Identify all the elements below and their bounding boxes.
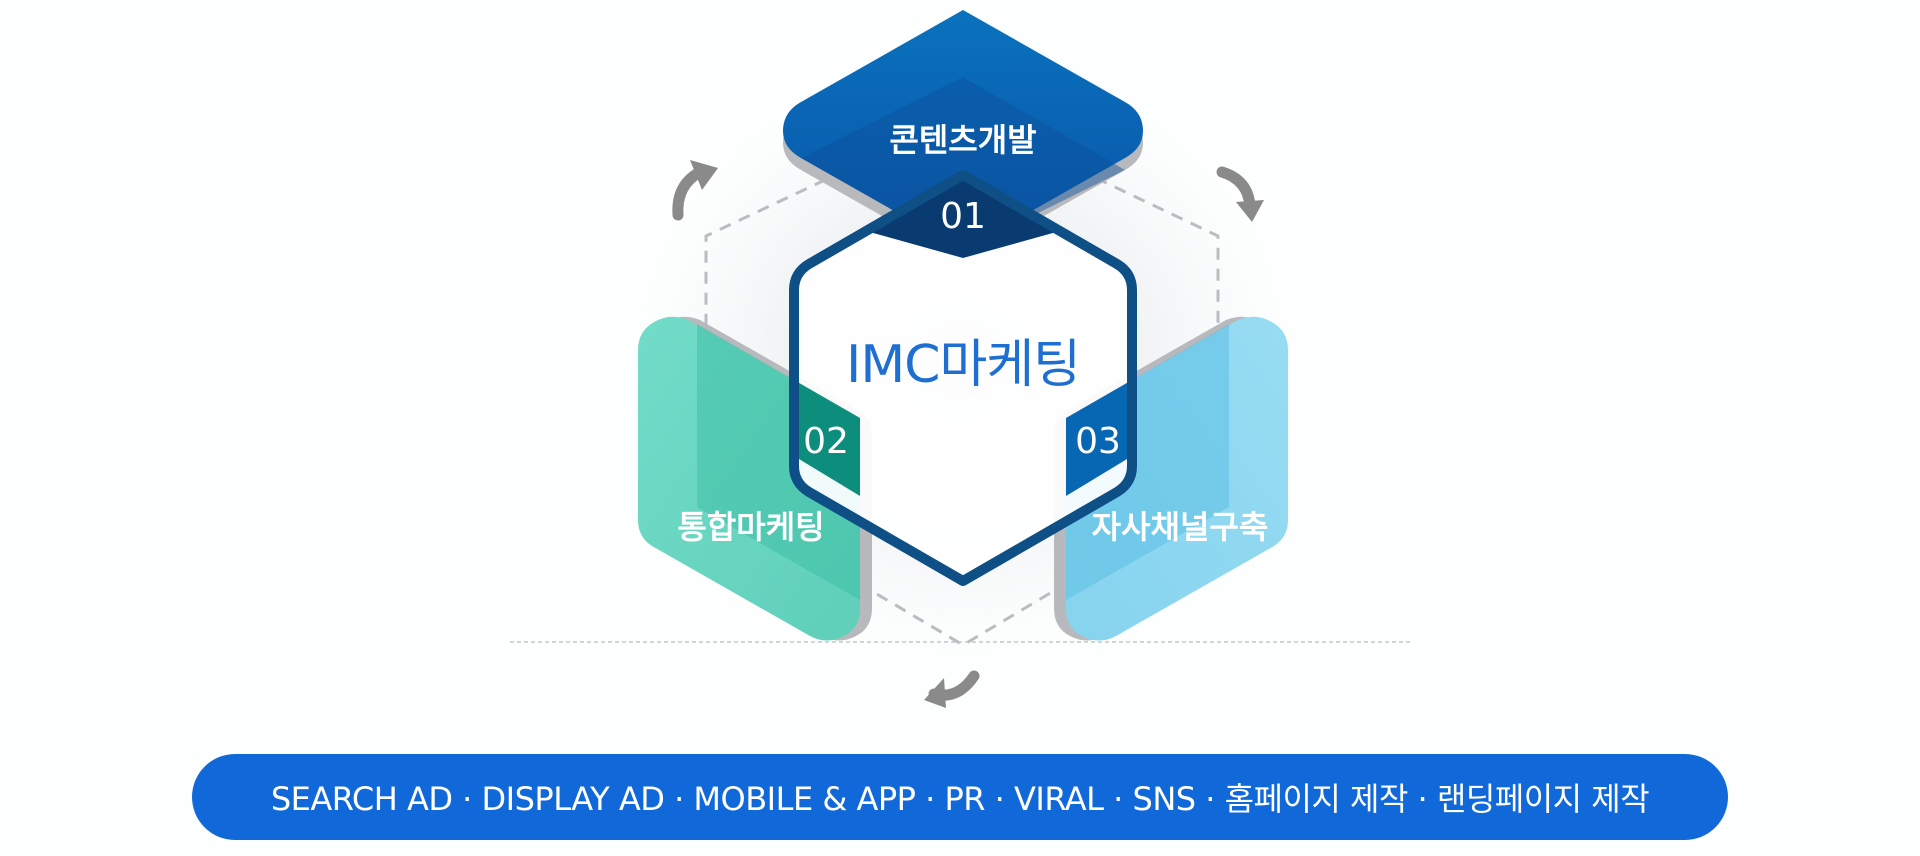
step-01-number: 01 [940,196,986,237]
cycle-arrow-top-right-icon [1216,166,1264,222]
step-03-name: 자사채널구축 [1092,508,1269,546]
dashed-cycle-guide [704,113,1220,647]
step-01-name: 콘텐츠개발 [889,121,1036,159]
center-title: IMC마케팅 [846,335,1080,395]
step-03-number: 03 [1075,421,1121,462]
center-hexagon [789,170,1137,586]
step-02-number: 02 [803,421,849,462]
step-01-hexagon [783,10,1143,262]
cycle-arrow-top-left-icon [672,160,718,221]
services-bar: SEARCH AD · DISPLAY AD · MOBILE & APP · … [192,754,1728,840]
step-02-name: 통합마케팅 [677,508,824,546]
services-list-text: SEARCH AD · DISPLAY AD · MOBILE & APP · … [270,780,1650,818]
cycle-arrow-bottom-icon [924,670,980,708]
